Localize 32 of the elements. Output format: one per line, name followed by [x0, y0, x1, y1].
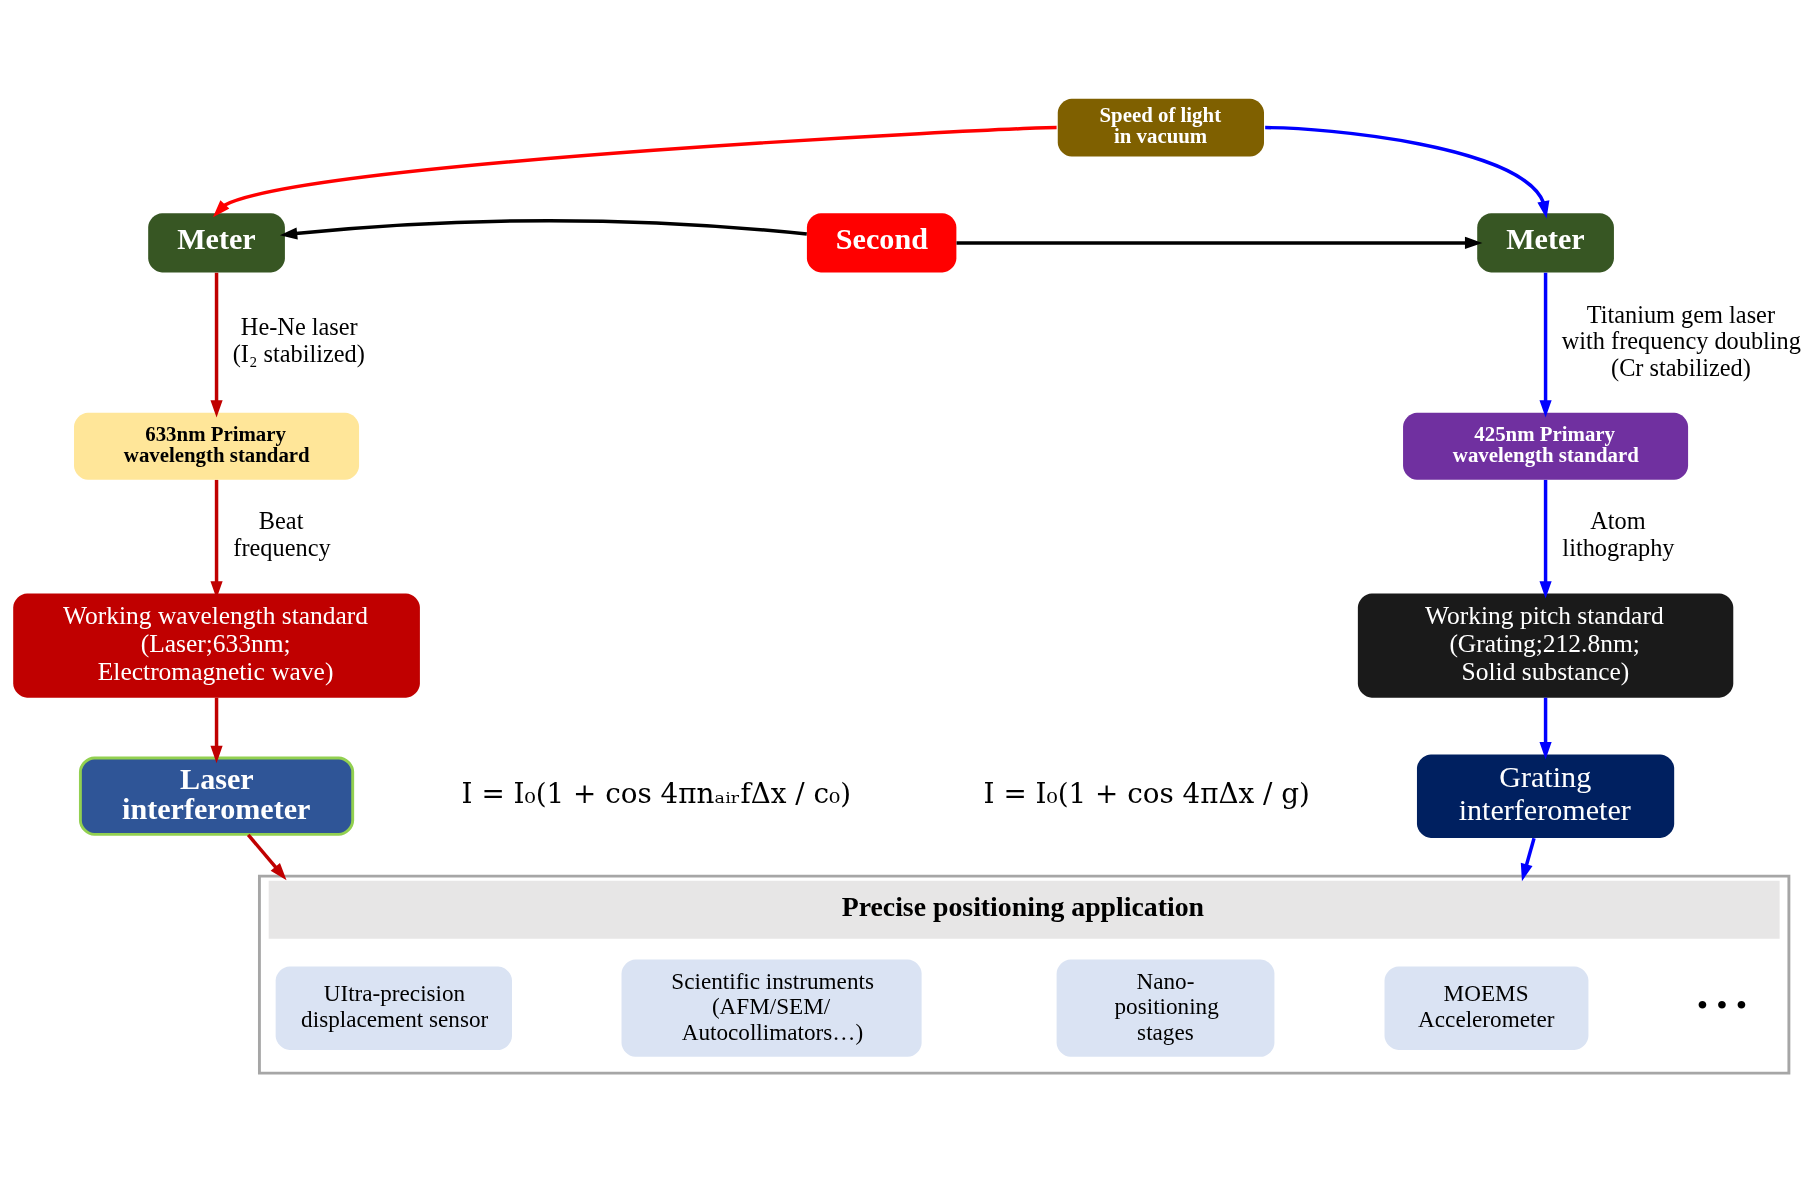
- label: I = I₀(1 + cos 4πnₐᵢᵣfΔx / c₀): [461, 777, 852, 811]
- node-box: UItra-precision displacement sensor: [275, 966, 512, 1050]
- node-box: 633nm Primary wavelength standard: [74, 412, 360, 480]
- label: • • •: [1696, 987, 1748, 1024]
- node-box: Laser interferometer: [78, 756, 355, 836]
- node-box: Meter: [148, 213, 285, 273]
- edge-label: He-Ne laser (I₂ stabilized): [232, 313, 365, 368]
- edge-label: Atom lithography: [1562, 507, 1675, 562]
- arrow: [212, 125, 1057, 218]
- node-box: MOEMS Accelerometer: [1384, 966, 1589, 1050]
- edge-label: Titanium gem laser with frequency doubling (Cr stabilized): [1561, 300, 1801, 381]
- node-box: 425nm Primary wavelength standard: [1403, 412, 1689, 480]
- node-box: Scientific instruments (AFM/SEM/ Autocollimators…): [621, 959, 922, 1057]
- node-box: Second: [806, 213, 957, 273]
- node-box: Working pitch standard (Grating;212.8nm; Solid substance): [1357, 593, 1734, 698]
- arrow: [1539, 697, 1552, 760]
- arrow: [210, 697, 223, 764]
- arrow: [1265, 125, 1550, 219]
- label: I = I₀(1 + cos 4πΔx / g): [983, 777, 1310, 811]
- arrow: [1539, 272, 1552, 418]
- arrow: [956, 236, 1483, 249]
- node-box: Speed of light in vacuum: [1057, 98, 1264, 157]
- edge-label: Beat frequency: [233, 507, 331, 562]
- arrow: [210, 272, 223, 418]
- node-box: Grating interferometer: [1416, 754, 1675, 838]
- node-box: Nano- positioning stages: [1056, 959, 1275, 1057]
- arrow: [1539, 479, 1552, 599]
- arrow: [246, 833, 287, 881]
- arrow: [279, 219, 807, 240]
- node-box: Working wavelength standard (Laser;633nm; Electromagnetic wave): [13, 593, 420, 698]
- node-box: Meter: [1477, 213, 1614, 273]
- arrow: [1520, 837, 1536, 882]
